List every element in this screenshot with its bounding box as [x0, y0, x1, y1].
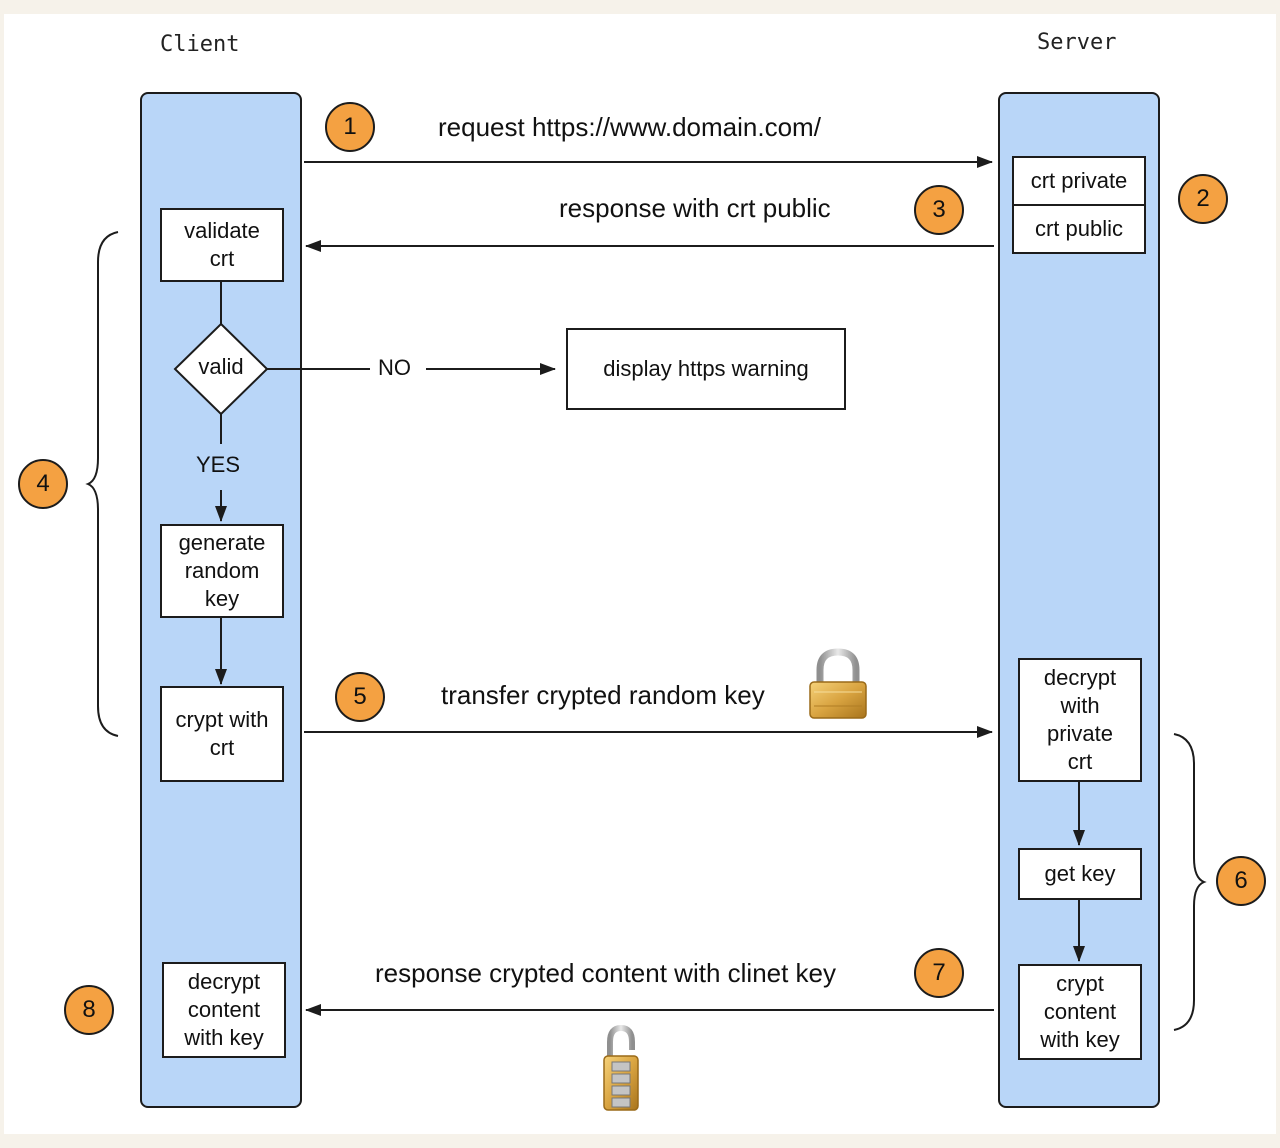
get-key-box: get key	[1018, 848, 1142, 900]
padlock-icon	[809, 648, 867, 719]
server-steps-brace	[1173, 733, 1207, 1031]
server-lane-title: Server	[1037, 30, 1117, 55]
step-badge-4: 4	[18, 459, 68, 509]
step-badge-5: 5	[335, 672, 385, 722]
crt-public-cell: crt public	[1012, 204, 1146, 254]
response-content-label: response crypted content with clinet key	[375, 958, 837, 988]
decrypt-with-private-crt-box: decrypt with private crt	[1018, 658, 1142, 782]
step-badge-1: 1	[325, 102, 375, 152]
step-badge-8: 8	[64, 985, 114, 1035]
yes-label: YES	[196, 452, 241, 477]
crt-key-pair-box: crt private crt public	[1012, 156, 1146, 254]
step-badge-2: 2	[1178, 174, 1228, 224]
step-badge-6: 6	[1216, 856, 1266, 906]
combination-lock-icon	[603, 1024, 639, 1111]
crt-private-cell: crt private	[1012, 156, 1146, 206]
decrypt-content-box: decrypt content with key	[162, 962, 286, 1058]
display-https-warning-box: display https warning	[566, 328, 846, 410]
crypt-with-crt-box: crypt with crt	[160, 686, 284, 782]
step-badge-7: 7	[914, 948, 964, 998]
crypt-content-box: crypt content with key	[1018, 964, 1142, 1060]
request-label: request https://www.domain.com/	[438, 112, 821, 142]
step-badge-3: 3	[914, 185, 964, 235]
transfer-key-label: transfer crypted random key	[441, 680, 765, 710]
client-steps-brace	[85, 231, 119, 737]
no-label: NO	[374, 355, 415, 381]
validate-crt-box: validate crt	[160, 208, 284, 282]
response-crt-label: response with crt public	[559, 193, 831, 223]
client-lane-title: Client	[160, 32, 240, 57]
valid-decision-label: valid	[198, 354, 244, 379]
generate-random-key-box: generate random key	[160, 524, 284, 618]
